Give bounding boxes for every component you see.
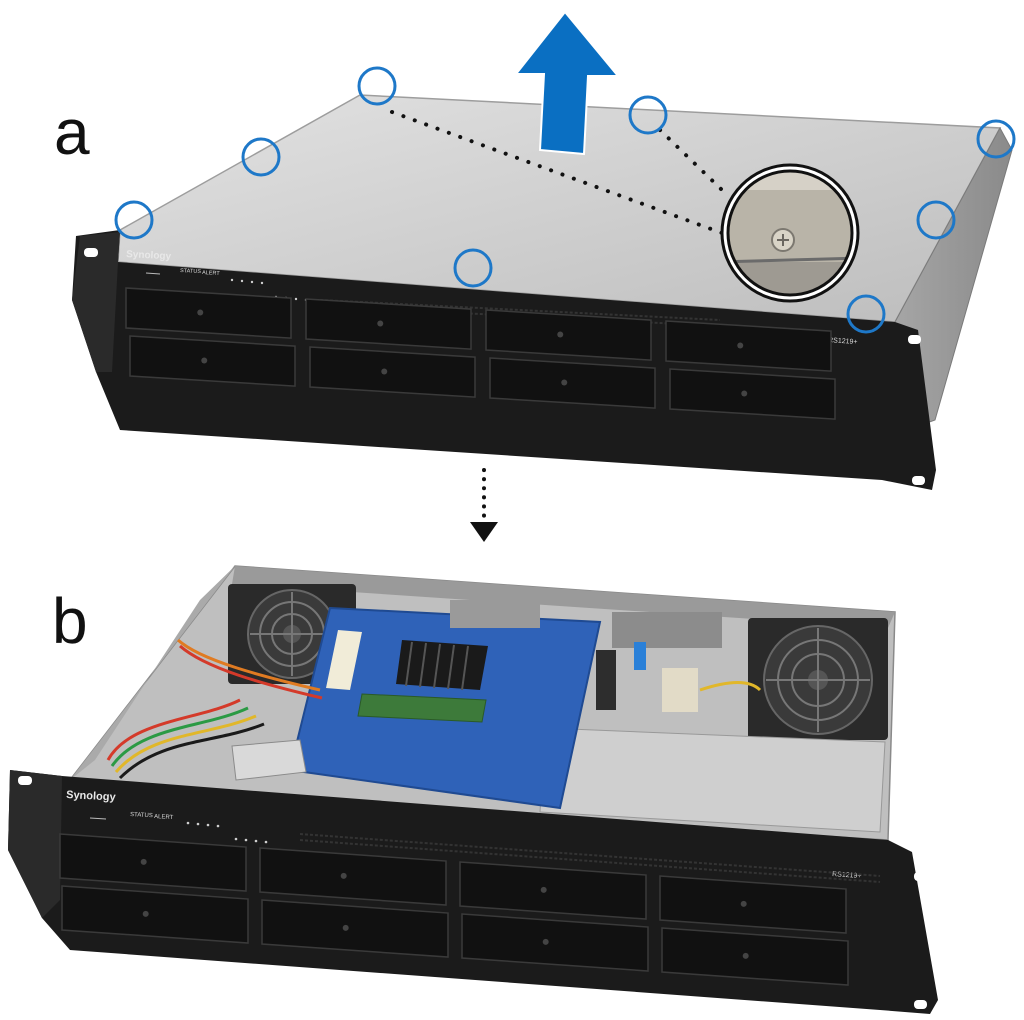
drive-bay-tray	[261, 899, 449, 958]
drive-bay-tray	[309, 346, 476, 398]
drive-bay-tray	[489, 357, 656, 409]
drive-bay-latch	[381, 368, 388, 375]
drive-bay-latch	[540, 886, 547, 893]
drive-bay-latch	[140, 858, 147, 865]
brand-logo: Synology	[66, 789, 117, 804]
pcie-slot	[326, 630, 362, 690]
drive-bay-tray	[669, 368, 836, 420]
drive-bays	[59, 833, 849, 986]
screw-markers	[114, 66, 1016, 334]
rack-ear-hole	[914, 1000, 927, 1009]
io-bracket	[450, 600, 540, 628]
drive-bay-latch	[737, 342, 744, 349]
ram-module	[357, 693, 487, 723]
rack-ear-hole	[912, 476, 925, 485]
power-connector	[662, 668, 698, 712]
drive-bay-tray	[61, 885, 249, 944]
drive-bay-latch	[201, 357, 208, 364]
rack-ear-hole	[908, 335, 921, 344]
screw-marker-icon	[916, 200, 956, 240]
drive-bay-tray	[259, 847, 447, 906]
drive-bay-tray	[305, 298, 472, 350]
drive-bay-tray	[459, 861, 647, 920]
screw-marker-icon	[453, 248, 493, 288]
drive-bay-latch	[561, 379, 568, 386]
step-a-group: a Synology STATUS ALERT RS1219+	[54, 10, 1016, 490]
ribbon-cable	[231, 739, 307, 781]
screw-marker-icon	[628, 95, 668, 135]
alert-label: ALERT	[154, 814, 174, 821]
sata-connector	[596, 650, 616, 710]
status-label: STATUS	[130, 812, 153, 819]
status-label: STATUS	[180, 268, 201, 275]
drive-bay-tray	[59, 833, 247, 892]
heatsink-icon	[396, 640, 488, 691]
drive-bay-tray	[659, 875, 847, 934]
rack-ear-hole	[914, 872, 927, 881]
step-b-group: b	[8, 565, 938, 1014]
drive-bays	[125, 287, 836, 420]
drive-bay-tray	[665, 320, 832, 372]
drive-bay-latch	[557, 331, 564, 338]
step-b-label: b	[52, 585, 88, 657]
step-a-label: a	[54, 96, 90, 168]
drive-bay-latch	[142, 910, 149, 917]
drive-bay-tray	[661, 927, 849, 986]
rack-ear-hole	[18, 776, 32, 785]
up-arrow-icon	[513, 10, 621, 156]
alert-label: ALERT	[202, 270, 221, 277]
screw-zoom-callout	[720, 163, 860, 303]
leader-line	[658, 128, 724, 192]
led-indicators	[186, 821, 268, 844]
model-label: RS1219+	[832, 871, 862, 880]
sata-port	[634, 642, 646, 670]
drive-bay-latch	[740, 900, 747, 907]
drive-bay-tray	[129, 335, 296, 387]
screw-marker-icon	[976, 119, 1016, 159]
drive-bay-latch	[340, 872, 347, 879]
rack-ear-hole	[84, 248, 98, 257]
drive-bay-latch	[342, 924, 349, 931]
fan-icon	[748, 618, 888, 740]
screw-marker-icon	[241, 137, 281, 177]
drive-bay-latch	[377, 320, 384, 327]
drive-bay-tray	[461, 913, 649, 972]
drive-bay-latch	[742, 952, 749, 959]
drive-bay-latch	[197, 309, 204, 316]
cables	[106, 638, 762, 780]
model-label: RS1219+	[828, 337, 858, 346]
drive-bay-latch	[741, 390, 748, 397]
drive-bay-tray	[485, 309, 652, 361]
down-arrow-icon	[470, 468, 498, 542]
power-button	[89, 817, 107, 820]
screw-marker-icon	[357, 66, 397, 106]
screw-marker-icon	[846, 294, 886, 334]
psu-bracket	[612, 612, 722, 648]
screw-marker-icon	[114, 200, 154, 240]
brand-logo: Synology	[126, 249, 172, 262]
leader-line	[390, 110, 724, 235]
drive-bay-tray	[125, 287, 292, 339]
power-button	[145, 272, 161, 275]
drive-bay-latch	[542, 938, 549, 945]
